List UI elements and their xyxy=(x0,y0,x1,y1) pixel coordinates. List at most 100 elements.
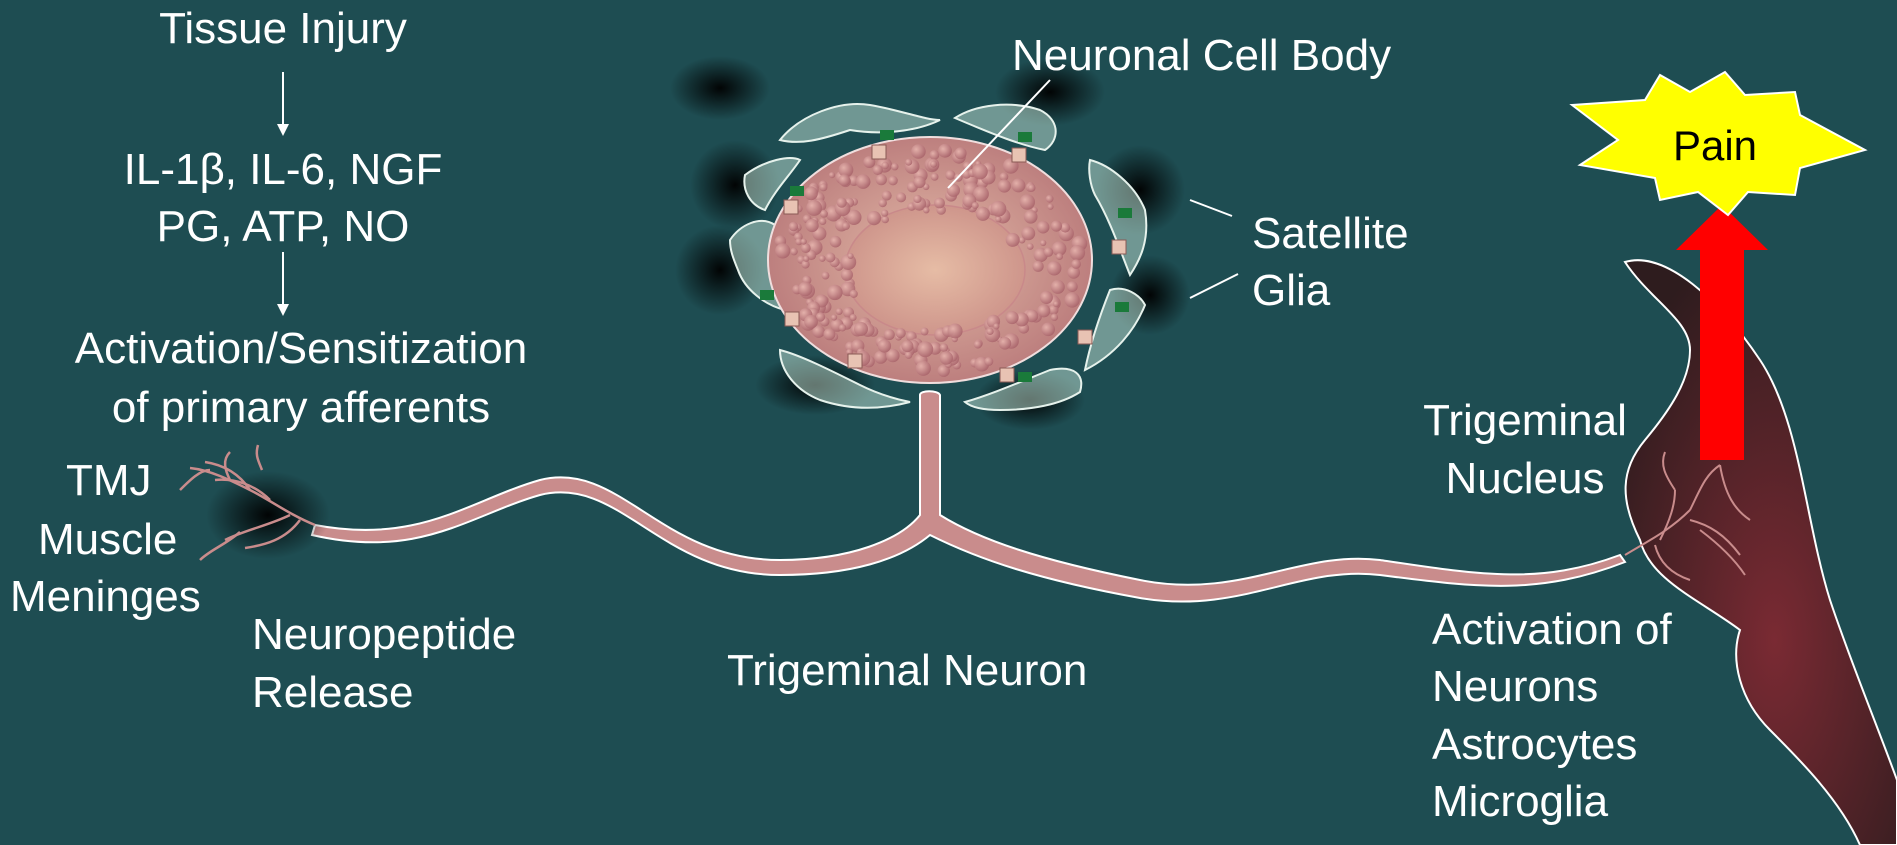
vesicle xyxy=(998,179,1011,192)
mediators-line-2: PG, ATP, NO xyxy=(88,198,478,256)
vesicle xyxy=(850,290,858,298)
trigeminal-neuron-label: Trigeminal Neuron xyxy=(727,642,1087,700)
vesicle xyxy=(947,184,960,197)
vesicle xyxy=(775,243,790,258)
vesicle xyxy=(1046,195,1054,203)
vesicle xyxy=(896,328,906,338)
vesicle xyxy=(830,236,842,248)
vesicle xyxy=(1024,210,1038,224)
vesicle xyxy=(1065,292,1080,307)
vesicle xyxy=(803,256,809,262)
vesicle xyxy=(888,176,898,186)
vesicle xyxy=(1033,261,1044,272)
vesicle xyxy=(882,162,889,169)
neuropeptide-line-2: Release xyxy=(252,664,413,722)
vesicle xyxy=(1006,311,1019,324)
pain-label: Pain xyxy=(1625,117,1805,175)
vesicle xyxy=(905,159,912,166)
vesicle xyxy=(823,328,835,340)
vesicle xyxy=(831,314,837,320)
vesicle xyxy=(819,183,827,191)
vesicle xyxy=(1041,323,1055,337)
vesicle xyxy=(881,210,888,217)
vesicle xyxy=(917,341,933,357)
neuronal-cell-body-label: Neuronal Cell Body xyxy=(1012,27,1391,85)
vesicle xyxy=(976,207,990,221)
vesicle xyxy=(945,170,955,180)
vesicle xyxy=(829,172,835,178)
vesicle xyxy=(806,200,822,216)
activation-of-line-3: Astrocytes xyxy=(1432,716,1637,774)
vesicle xyxy=(984,357,993,366)
vesicle xyxy=(1037,304,1050,317)
vesicle xyxy=(972,164,988,180)
vesicle xyxy=(836,308,843,315)
vesicle xyxy=(1027,243,1034,250)
vesicle xyxy=(913,195,921,203)
trigeminal-nucleus-shape xyxy=(1625,260,1897,845)
vesicle xyxy=(1037,221,1050,234)
vesicle xyxy=(1047,204,1053,210)
source-tmj-label: TMJ xyxy=(66,452,152,510)
neuronal-cell-body xyxy=(760,130,1132,383)
vesicle xyxy=(874,351,887,364)
vesicle xyxy=(931,173,939,181)
vesicle xyxy=(819,255,826,262)
vesicle xyxy=(848,253,854,259)
vesicle xyxy=(1028,184,1036,192)
vesicle xyxy=(884,329,895,340)
vesicle xyxy=(993,323,999,329)
vesicle xyxy=(876,174,887,185)
vesicle xyxy=(1021,227,1035,241)
vesicle xyxy=(878,339,891,352)
vesicle xyxy=(923,207,929,213)
vesicle xyxy=(896,192,906,202)
vesicle xyxy=(1040,291,1053,304)
vesicle xyxy=(822,272,830,280)
vesicle xyxy=(879,199,887,207)
vesicle xyxy=(974,340,982,348)
vesicle xyxy=(1006,233,1020,247)
vesicle xyxy=(827,285,842,300)
vesicle xyxy=(940,351,953,364)
trigeminal-nucleus-line-1: Trigeminal xyxy=(1400,392,1650,450)
vesicle xyxy=(1053,301,1059,307)
vesicle xyxy=(1044,247,1054,257)
vesicle xyxy=(891,163,898,170)
vesicle xyxy=(972,202,979,209)
vesicle xyxy=(930,150,940,160)
activation-of-line-4: Microglia xyxy=(1432,773,1608,831)
vesicle xyxy=(916,361,931,376)
vesicle xyxy=(1051,221,1062,232)
vesicle xyxy=(905,351,913,359)
vesicle xyxy=(825,253,835,263)
vesicle xyxy=(934,198,945,209)
vesicle xyxy=(1011,178,1025,192)
peripheral-nerve-endings xyxy=(180,445,330,560)
vesicle xyxy=(1056,253,1063,260)
vesicle xyxy=(911,144,926,159)
vesicle xyxy=(921,328,929,336)
vesicle xyxy=(850,314,857,321)
vesicle xyxy=(1040,240,1046,246)
vesicle xyxy=(790,248,798,256)
vesicle xyxy=(938,144,952,158)
satellite-glia-line-1: Satellite xyxy=(1252,205,1409,263)
vesicle xyxy=(1051,280,1065,294)
vesicle xyxy=(839,324,846,331)
vesicle xyxy=(842,222,850,230)
activation-line-1: Activation/Sensitization xyxy=(40,320,562,378)
vesicle xyxy=(1070,245,1085,260)
trigeminal-nucleus-line-2: Nucleus xyxy=(1400,450,1650,508)
vesicle xyxy=(948,324,963,339)
vesicle xyxy=(881,216,889,224)
vesicle xyxy=(806,219,819,232)
vesicle xyxy=(804,187,818,201)
activation-of-line-1: Activation of xyxy=(1432,601,1672,659)
vesicle xyxy=(873,165,883,175)
vesicle xyxy=(991,201,1007,217)
vesicle xyxy=(930,161,937,168)
neuropeptide-line-1: Neuropeptide xyxy=(252,606,516,664)
vesicle xyxy=(1051,314,1058,321)
vesicle xyxy=(804,315,818,329)
